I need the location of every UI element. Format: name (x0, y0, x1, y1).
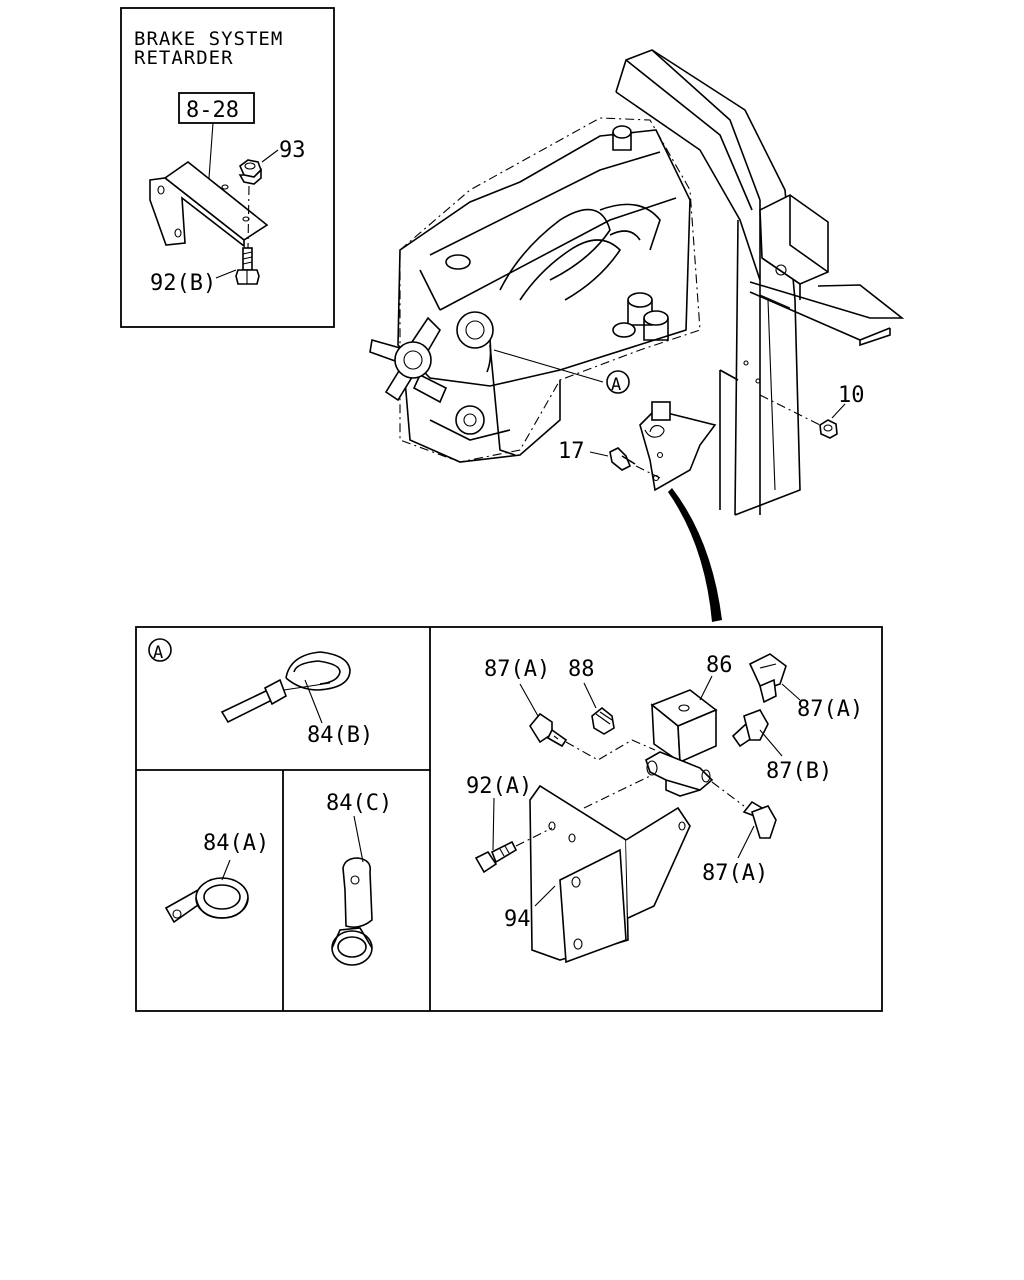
callout-88: 88 (568, 657, 595, 682)
frame-rail (615, 49, 905, 516)
nut-10 (819, 419, 838, 439)
leader-84b (304, 679, 323, 724)
leader-17 (589, 451, 609, 457)
callout-84b: 84(B) (307, 723, 373, 748)
callout-93: 93 (279, 138, 306, 163)
centerline-10 (759, 394, 821, 426)
bolt-92a (474, 840, 518, 874)
wire-loop (486, 339, 492, 373)
clip-84a (164, 877, 249, 924)
callout-circle-A-detail (148, 638, 172, 662)
mounted-valve-bracket (639, 360, 761, 492)
leader-93 (261, 149, 279, 163)
inset-ref-box (178, 92, 255, 124)
callout-92b: 92(B) (150, 271, 216, 296)
retarder-inset: BRAKE SYSTEM RETARDER 8-28 93 (120, 7, 335, 328)
leader-88 (583, 682, 597, 709)
leader-87a-top (519, 683, 539, 717)
leader-84a (221, 859, 231, 881)
callout-circle-A-main (606, 370, 630, 394)
leader-92a (492, 797, 495, 851)
centerline-87a-top (565, 739, 656, 761)
inset-frame (120, 7, 335, 328)
centerline-93 (247, 185, 250, 249)
callout-10: 10 (838, 383, 865, 408)
leader-92b (215, 269, 237, 279)
nut-93 (238, 159, 262, 185)
callout-87b: 87(B) (766, 759, 832, 784)
engine-block (397, 117, 701, 463)
inset-title-line1: BRAKE SYSTEM (134, 28, 283, 50)
centerline-17 (635, 465, 661, 479)
bolt-17 (609, 447, 636, 471)
leader-84c (353, 815, 364, 863)
leader-94 (534, 885, 556, 907)
leader-10 (831, 403, 846, 419)
bolt-92b (235, 247, 260, 285)
callout-92a: 92(A) (466, 774, 532, 799)
elbow-87a-right (748, 653, 787, 704)
plug-88 (591, 706, 615, 735)
solenoid-valve-86 (645, 689, 718, 797)
callout-84a: 84(A) (203, 831, 269, 856)
callout-84c: 84(C) (326, 791, 392, 816)
leader-87a-bottom (737, 825, 755, 859)
inset-ref-label: 8-28 (186, 98, 239, 123)
callout-17: 17 (558, 439, 585, 464)
p-clip-84c (331, 857, 373, 966)
cable-tie-84b (220, 651, 351, 724)
centerline-92a (515, 827, 553, 847)
centerline-bracket (583, 775, 651, 809)
leader-86 (699, 675, 713, 701)
callout-87a-top: 87(A) (484, 657, 550, 682)
ref-leader (208, 122, 214, 179)
centerline-87a-bottom (711, 781, 745, 807)
detail-table (135, 626, 883, 1012)
fan (369, 316, 448, 404)
detail-pointer-arrow (668, 488, 722, 622)
callout-87a-bottom: 87(A) (702, 861, 768, 886)
callout-86: 86 (706, 653, 733, 678)
elbow-87b (731, 709, 769, 748)
leader-A-main (493, 349, 604, 383)
inset-title-line2: RETARDER (134, 47, 234, 69)
elbow-87a-top (529, 712, 568, 748)
leader-87b (759, 729, 783, 757)
callout-87a-right: 87(A) (797, 697, 863, 722)
callout-94: 94 (504, 907, 531, 932)
callout-A-main: A (611, 375, 621, 395)
bracket-94 (529, 784, 691, 964)
leader-87a-right (781, 683, 801, 701)
callout-A-detail: A (153, 643, 163, 663)
elbow-87a-bottom (742, 800, 777, 839)
